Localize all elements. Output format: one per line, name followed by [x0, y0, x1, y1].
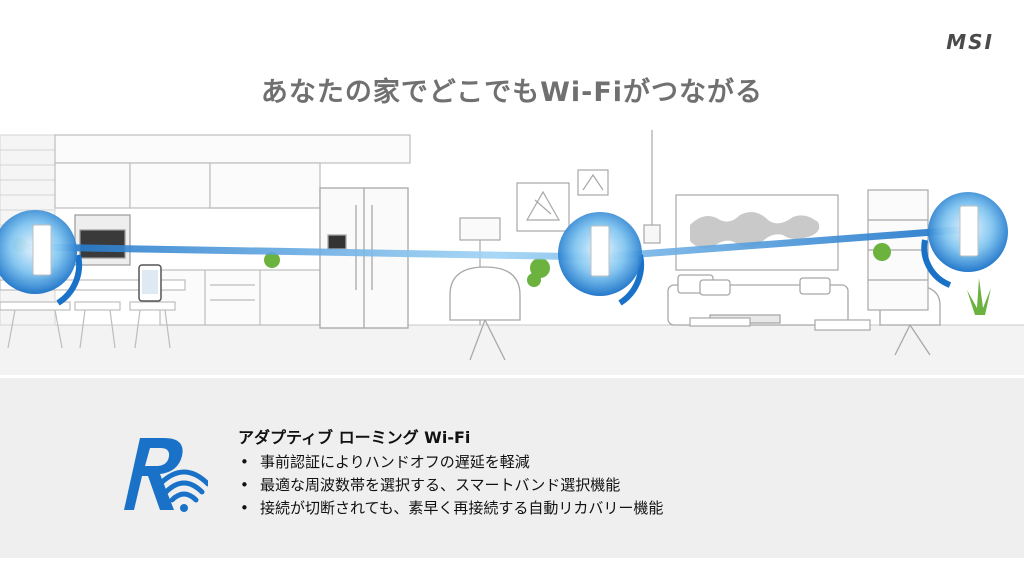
- refrigerator: [319, 187, 409, 329]
- feature-bullet-list: 事前認証によりハンドオフの遅延を軽減 最適な周波数帯を選択する、スマートバンド選…: [238, 451, 663, 520]
- upper-cabinets: [54, 134, 411, 209]
- router-node-left: [0, 210, 83, 306]
- floor: [0, 325, 1024, 375]
- router-icon: [959, 205, 979, 257]
- armchair: [449, 266, 521, 361]
- router-node-center: [558, 212, 645, 306]
- wall-art: [516, 169, 609, 232]
- feature-title: アダプティブ ローミング Wi-Fi: [238, 428, 471, 447]
- feature-bullet: 最適な周波数帯を選択する、スマートバンド選択機能: [238, 474, 663, 497]
- smartphone-icon: [138, 264, 162, 302]
- feature-bullet: 事前認証によりハンドオフの遅延を軽減: [238, 451, 663, 474]
- coffee-table: [689, 317, 871, 331]
- oven: [74, 214, 131, 266]
- router-icon: [32, 224, 52, 276]
- feature-description: アダプティブ ローミング Wi-Fi 事前認証によりハンドオフの遅延を軽減 最適…: [238, 424, 663, 520]
- kitchen-island: [0, 279, 186, 349]
- plant-icon: [13, 238, 991, 315]
- lower-cabinets: [159, 269, 321, 326]
- wifi-icon: [157, 469, 208, 503]
- msi-logo: MSI: [946, 30, 994, 54]
- router-node-right: [921, 192, 1008, 288]
- feature-bullet: 接続が切断されても、素早く再接続する自動リカバリー機能: [238, 497, 663, 520]
- home-scene-illustration: [0, 130, 1024, 375]
- pendant-lamp: [643, 130, 661, 244]
- router-icon: [590, 225, 610, 277]
- page-title: あなたの家でどこでもWi-Fiがつながる: [260, 77, 764, 108]
- world-map-icon: [675, 194, 839, 271]
- roaming-logo-icon: [124, 438, 208, 512]
